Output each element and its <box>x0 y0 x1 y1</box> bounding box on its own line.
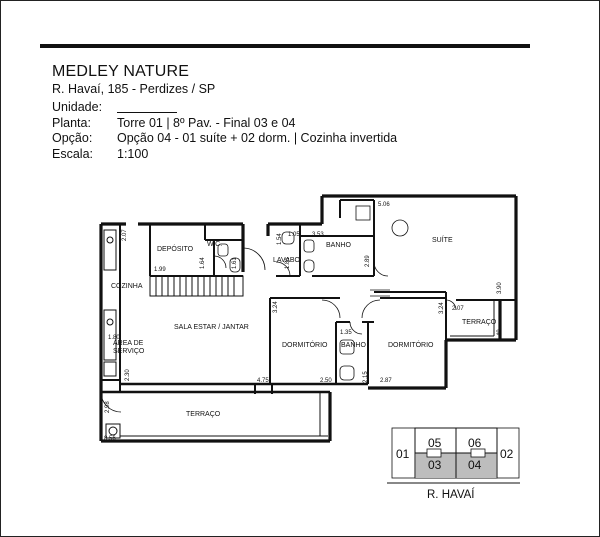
room-labels: DEPÓSITO W.C. COZINHA ÁREA DE SERVIÇO SA… <box>111 235 497 418</box>
keyplan-unit-04: 04 <box>468 458 482 472</box>
dim-label: 2.50 <box>320 378 332 384</box>
dim-label: 1.35 <box>340 330 352 336</box>
dim-label: 1.49 <box>497 329 503 341</box>
room-label-cozinha: COZINHA <box>111 283 143 290</box>
interior-walls <box>101 199 516 394</box>
info-value: Opção 04 - 01 suíte + 02 dorm. | Cozinha… <box>117 131 398 145</box>
dim-label: 3.90 <box>497 282 503 294</box>
dim-label: 2.89 <box>365 255 371 267</box>
dim-label: 4.75 <box>257 378 269 384</box>
room-label-banho: BANHO <box>326 242 351 249</box>
dim-label: 2.15 <box>363 371 369 383</box>
keyplan-unit-03: 03 <box>428 458 442 472</box>
room-label-dormitorio-2: DORMITÓRIO <box>388 340 434 349</box>
room-label-deposito: DEPÓSITO <box>157 244 194 253</box>
room-label-banho-2: BANHO <box>341 342 366 349</box>
dim-label: 1.64 <box>200 257 206 269</box>
keyplan-street: R. HAVAÍ <box>427 488 475 501</box>
keyplan-side-02: 02 <box>500 447 514 461</box>
room-label-sala: SALA ESTAR / JANTAR <box>174 324 249 331</box>
dim-label: 8.56 <box>104 436 116 442</box>
project-title: MEDLEY NATURE <box>52 63 190 80</box>
door-swings <box>100 247 457 413</box>
room-label-terraco-suite: TERRAÇO <box>462 319 497 326</box>
dim-label: 2.07 <box>122 229 128 241</box>
info-row-unidade: Unidade: <box>52 100 397 116</box>
room-label-area-servico: ÁREA DE <box>113 338 144 347</box>
dim-label: 1.99 <box>154 267 166 273</box>
info-row-escala: Escala: 1:100 <box>52 147 397 163</box>
info-label: Planta: <box>52 115 91 130</box>
keyplan-unit-06: 06 <box>468 436 482 450</box>
info-value: Torre 01 | 8º Pav. - Final 03 e 04 <box>117 115 296 130</box>
keyplan-unit-05: 05 <box>428 436 442 450</box>
info-row-opcao: Opção: Opção 04 - 01 suíte + 02 dorm. | … <box>52 131 397 147</box>
dim-label: 1.54 <box>277 233 283 245</box>
dim-label: 1.80 <box>108 335 120 341</box>
dim-label: 2.98 <box>105 401 111 413</box>
info-label: Escala: <box>52 146 93 161</box>
dim-label: 2.07 <box>452 306 464 312</box>
dim-label: 5.06 <box>378 202 390 208</box>
project-address: R. Havaí, 185 - Perdizes / SP <box>52 82 216 96</box>
room-label-dormitorio-1: DORMITÓRIO <box>282 340 328 349</box>
info-label: Opção: <box>52 131 93 145</box>
dim-label: 1.61 <box>232 257 238 269</box>
room-label-area-servico-2: SERVIÇO <box>113 348 145 355</box>
room-label-lavabo: LAVABO <box>273 257 301 264</box>
key-plan: 05 06 03 04 01 02 R. HAVAÍ <box>387 427 520 501</box>
fixtures <box>217 205 409 381</box>
room-label-terraco: TERRAÇO <box>186 411 221 418</box>
dim-label: 3.53 <box>312 232 324 238</box>
info-row-planta: Planta: Torre 01 | 8º Pav. - Final 03 e … <box>52 116 397 132</box>
info-label: Unidade: <box>52 100 103 114</box>
dim-label: 1.05 <box>288 232 300 238</box>
dim-label: 2.87 <box>380 378 392 384</box>
info-value <box>117 100 177 113</box>
keyplan-side-01: 01 <box>396 447 410 461</box>
header-rule <box>40 44 530 48</box>
dim-label: 1.81 <box>285 257 291 269</box>
dimension-labels: 2.07 1.99 1.64 1.61 1.05 3.53 1.54 1.81 … <box>104 202 503 442</box>
kitchen-cabinets <box>103 229 244 439</box>
dim-label: 3.24 <box>273 301 279 313</box>
dim-label: 2.30 <box>125 369 131 381</box>
terrace-railing <box>120 300 495 437</box>
room-label-suite: SUÍTE <box>432 235 453 244</box>
info-value: 1:100 <box>117 146 149 161</box>
info-block: Unidade: Planta: Torre 01 | 8º Pav. - Fi… <box>52 100 397 162</box>
outer-walls <box>99 194 518 443</box>
room-label-wc: W.C. <box>207 241 222 248</box>
dim-label: 3.24 <box>439 302 445 314</box>
